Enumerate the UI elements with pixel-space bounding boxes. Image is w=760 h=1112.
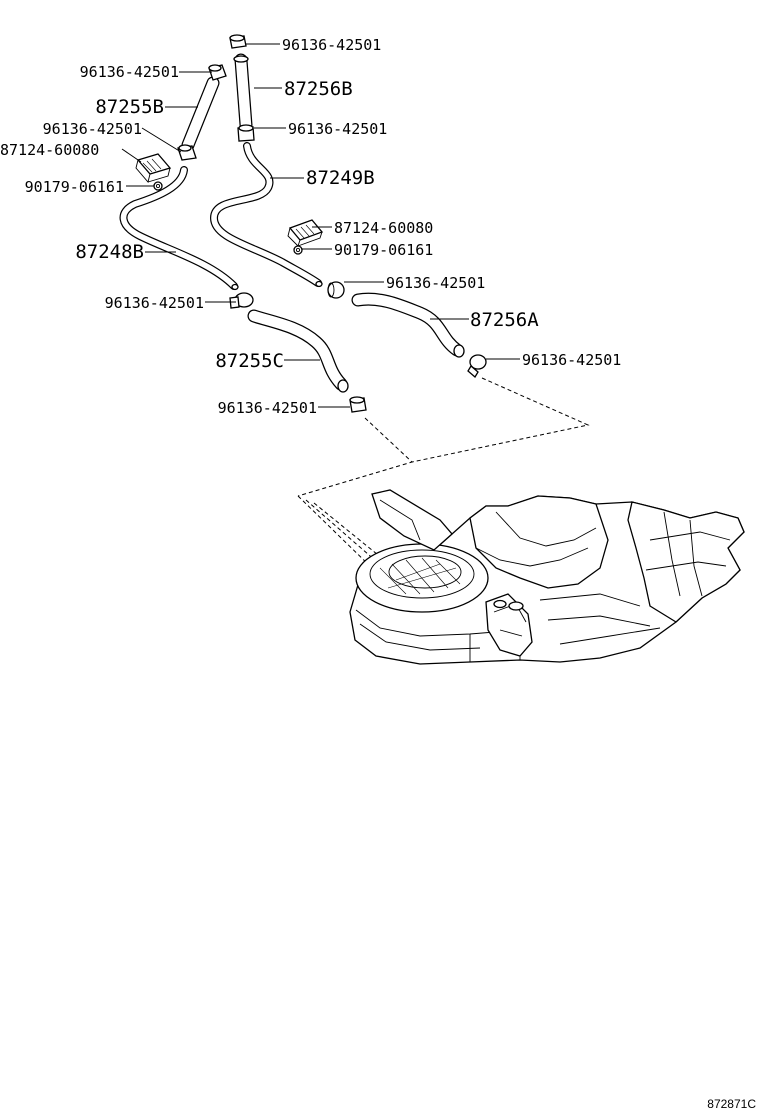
- nut-right[interactable]: [293, 245, 303, 255]
- clamp-top-right[interactable]: [229, 34, 247, 49]
- pipe-87249B[interactable]: [210, 142, 323, 288]
- hose-87256A[interactable]: [351, 292, 465, 358]
- label-nut-right: 90179-06161: [334, 241, 433, 259]
- label-clamp-87256B-lower: 96136-42501: [288, 120, 387, 138]
- label-clamp-87255B-lower: 96136-42501: [43, 120, 142, 138]
- label-87255C: 87255C: [215, 350, 284, 372]
- label-clamp-87256A-upper: 96136-42501: [386, 274, 485, 292]
- leader-lines: [121, 43, 520, 408]
- bracket-left[interactable]: [135, 153, 172, 183]
- diagram-reference-code: 872871C: [707, 1097, 756, 1111]
- hose-87256B[interactable]: [233, 53, 253, 132]
- heater-unit-assembly[interactable]: [349, 489, 745, 665]
- clamp-87256A-upper[interactable]: [327, 281, 345, 299]
- clamp-87255B-lower[interactable]: [177, 144, 197, 161]
- nut-left[interactable]: [153, 181, 163, 191]
- label-87249B: 87249B: [306, 167, 375, 189]
- clamp-top-left[interactable]: [208, 64, 227, 81]
- hose-87255C[interactable]: [247, 309, 349, 393]
- clamp-87256A-lower[interactable]: [467, 354, 487, 378]
- part-labels: 96136-42501 96136-42501 87256B 87255B 96…: [0, 36, 621, 417]
- bracket-right[interactable]: [287, 219, 324, 247]
- label-clamp-87255C-lower: 96136-42501: [218, 399, 317, 417]
- clamp-87256B-lower[interactable]: [237, 124, 255, 142]
- label-bracket-right: 87124-60080: [334, 219, 433, 237]
- pipe-87248B[interactable]: [119, 166, 239, 291]
- label-clamp-87256A-lower: 96136-42501: [522, 351, 621, 369]
- label-87256B: 87256B: [284, 78, 353, 100]
- label-clamp-top-left: 96136-42501: [80, 63, 179, 81]
- label-87256A: 87256A: [470, 309, 539, 331]
- label-bracket-left: 87124-60080: [0, 141, 99, 159]
- label-clamp-top-right: 96136-42501: [282, 36, 381, 54]
- hose-87255B[interactable]: [181, 76, 220, 152]
- clamp-87248B-lower[interactable]: [229, 292, 254, 309]
- label-87255B: 87255B: [95, 96, 164, 118]
- clamp-87255C-lower[interactable]: [349, 396, 367, 413]
- label-87248B: 87248B: [75, 241, 144, 263]
- label-nut-left: 90179-06161: [25, 178, 124, 196]
- label-clamp-87248B-lower: 96136-42501: [105, 294, 204, 312]
